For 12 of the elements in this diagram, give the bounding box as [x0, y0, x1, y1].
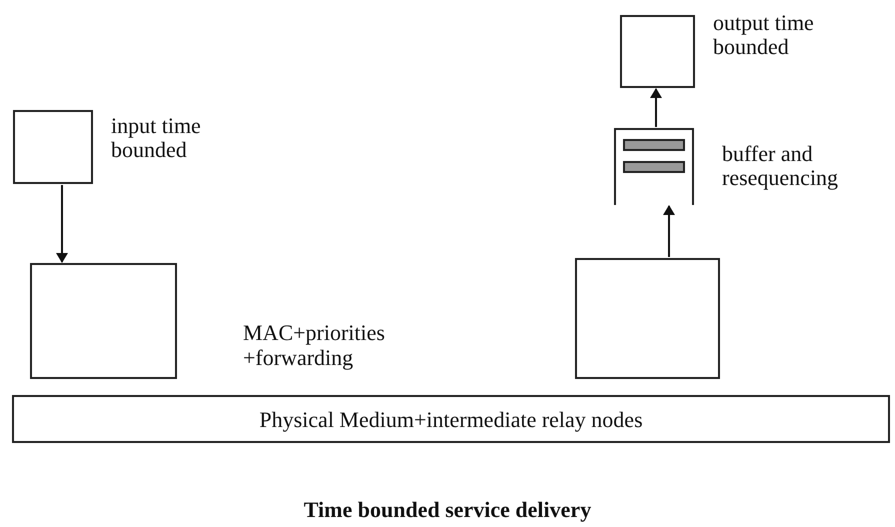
layer-label: MAC+priorities +forwarding — [243, 320, 386, 370]
layer-box — [30, 263, 177, 379]
node-caption: output time bounded — [713, 11, 815, 59]
arrow — [650, 88, 662, 127]
node-caption: input time bounded — [111, 114, 202, 162]
bar-label: Physical Medium+intermediate relay nodes — [258, 407, 644, 433]
caption: Time bounded service delivery — [302, 497, 592, 523]
medium-bar — [12, 395, 890, 443]
arrow — [663, 205, 675, 257]
node-caption: buffer and resequencing — [722, 142, 840, 190]
arrow — [56, 185, 68, 263]
layer-box — [575, 258, 720, 379]
